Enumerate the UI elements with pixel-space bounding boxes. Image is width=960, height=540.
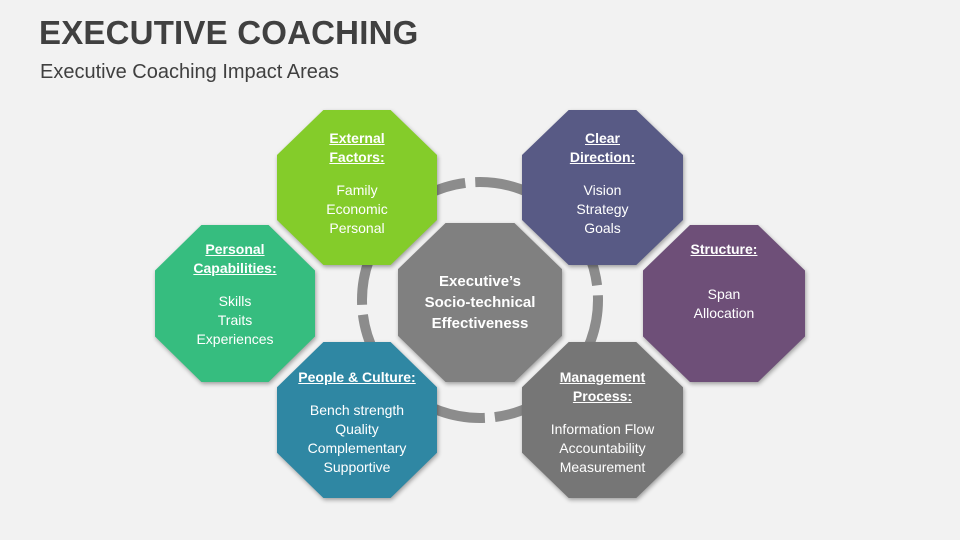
area-item: Family [336, 182, 378, 198]
center-line: Effectiveness [431, 315, 529, 332]
slide-subtitle: Executive Coaching Impact Areas [40, 61, 340, 83]
area-heading: Structure: [690, 241, 758, 257]
center-line: Socio-technical [424, 294, 536, 311]
area-heading: Direction: [569, 149, 636, 165]
area-item: Complementary [307, 440, 407, 456]
area-item: Accountability [559, 440, 646, 456]
slide-title: EXECUTIVE COACHING [39, 14, 419, 51]
area-item: Quality [335, 421, 379, 437]
area-heading: Management [559, 369, 646, 385]
area-heading: Clear [584, 130, 621, 146]
area-item: Allocation [693, 305, 755, 321]
center-octagon: Executive’s Socio-technical Effectivenes… [398, 223, 562, 382]
area-heading: Personal [205, 241, 265, 257]
area-item: Supportive [323, 459, 391, 475]
area-heading: People & Culture: [298, 369, 416, 385]
area-item: Economic [326, 201, 388, 217]
area-heading: Process: [572, 388, 633, 404]
area-item: Vision [583, 182, 622, 198]
area-item: Bench strength [309, 402, 405, 418]
area-item: Traits [217, 312, 253, 328]
area-heading: Capabilities: [193, 260, 277, 276]
octagon-people-culture: People & Culture: Bench strength Quality… [277, 342, 437, 498]
area-heading: External [329, 130, 385, 146]
area-heading: Factors: [329, 149, 385, 165]
area-item: Goals [584, 220, 621, 236]
area-item: Personal [329, 220, 385, 236]
area-item: Span [707, 286, 741, 302]
center-line: Executive’s [439, 273, 521, 290]
area-item: Measurement [559, 459, 646, 475]
area-item: Strategy [576, 201, 629, 217]
area-item: Experiences [196, 331, 274, 347]
octagon-structure: Structure: Span Allocation [643, 225, 805, 382]
area-item: Information Flow [550, 421, 655, 437]
area-item: Skills [218, 293, 252, 309]
